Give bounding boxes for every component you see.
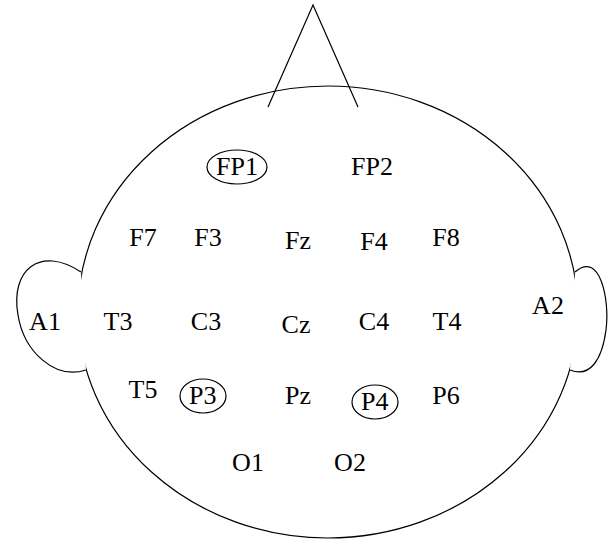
electrode-label: P6 (432, 383, 459, 409)
right-ear (570, 267, 607, 372)
electrode-label: T5 (129, 377, 158, 403)
electrode-label: P3 (189, 383, 217, 409)
electrode-label: A2 (532, 293, 564, 319)
electrode-label: C4 (359, 309, 389, 335)
electrode-label: O2 (334, 450, 366, 476)
circled-electrode: P4 (351, 384, 399, 420)
nose-shape (268, 5, 358, 107)
electrode-label: P4 (361, 389, 389, 415)
electrode-label: F3 (194, 225, 221, 251)
electrode-label: F4 (360, 229, 387, 255)
electrode-label: T3 (104, 309, 133, 335)
electrode-label: F8 (432, 225, 459, 251)
head-shape (78, 86, 578, 538)
left-ear (17, 261, 86, 372)
circled-electrode: P3 (179, 378, 227, 414)
electrode-label: Pz (285, 383, 311, 409)
electrode-label: FP2 (351, 154, 393, 180)
electrode-label: A1 (29, 309, 61, 335)
electrode-label: O1 (232, 450, 264, 476)
electrode-label: FP1 (216, 154, 258, 180)
electrode-label: F7 (129, 225, 156, 251)
electrode-label: T4 (433, 309, 462, 335)
circled-electrode: FP1 (206, 149, 268, 185)
electrode-label: C3 (191, 309, 221, 335)
electrode-label: Cz (282, 312, 311, 338)
electrode-label: Fz (285, 228, 311, 254)
